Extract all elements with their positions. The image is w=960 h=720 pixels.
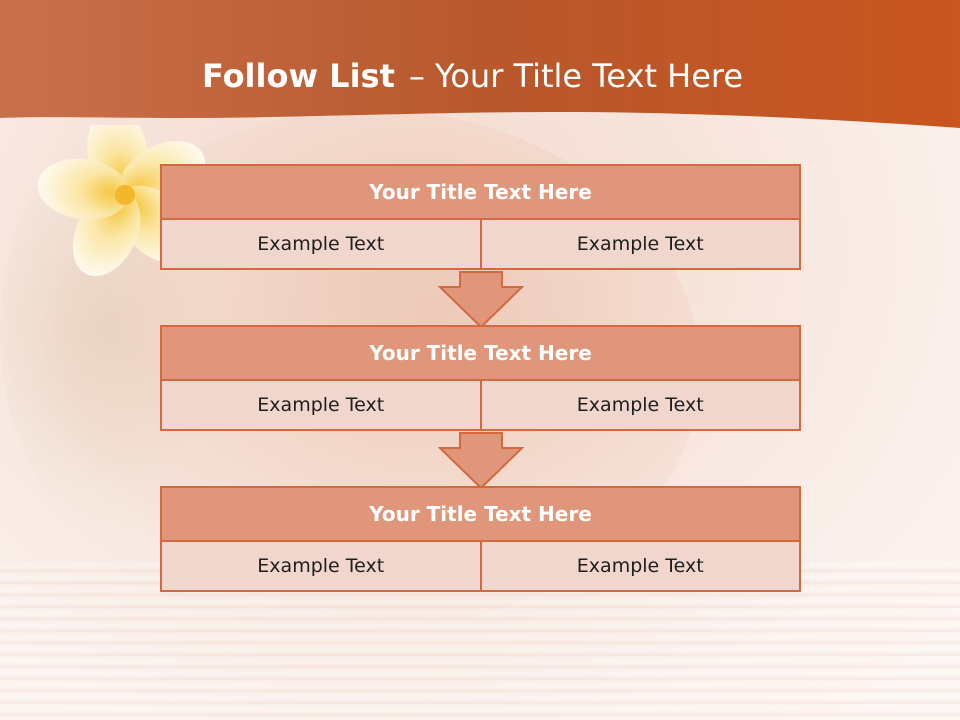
- page-title: Follow List – Your Title Text Here: [202, 56, 743, 96]
- down-arrow-icon: [438, 271, 524, 329]
- title-subtitle: – Your Title Text Here: [408, 57, 744, 95]
- block-title: Your Title Text Here: [160, 486, 801, 542]
- block-cell-right: Example Text: [481, 542, 801, 592]
- block-title: Your Title Text Here: [160, 164, 801, 220]
- list-block-1: Your Title Text Here Example Text Exampl…: [160, 164, 801, 270]
- list-block-2: Your Title Text Here Example Text Exampl…: [160, 325, 801, 431]
- block-title: Your Title Text Here: [160, 325, 801, 381]
- list-block-3: Your Title Text Here Example Text Exampl…: [160, 486, 801, 592]
- title-bold: Follow List: [202, 57, 395, 95]
- block-cell-left: Example Text: [160, 381, 482, 431]
- block-cell-right: Example Text: [481, 220, 801, 270]
- down-arrow-icon: [438, 432, 524, 490]
- header-band: [0, 0, 960, 128]
- block-row: Example Text Example Text: [160, 381, 801, 431]
- block-cell-left: Example Text: [160, 220, 482, 270]
- block-cell-left: Example Text: [160, 542, 482, 592]
- block-cell-right: Example Text: [481, 381, 801, 431]
- block-row: Example Text Example Text: [160, 220, 801, 270]
- block-row: Example Text Example Text: [160, 542, 801, 592]
